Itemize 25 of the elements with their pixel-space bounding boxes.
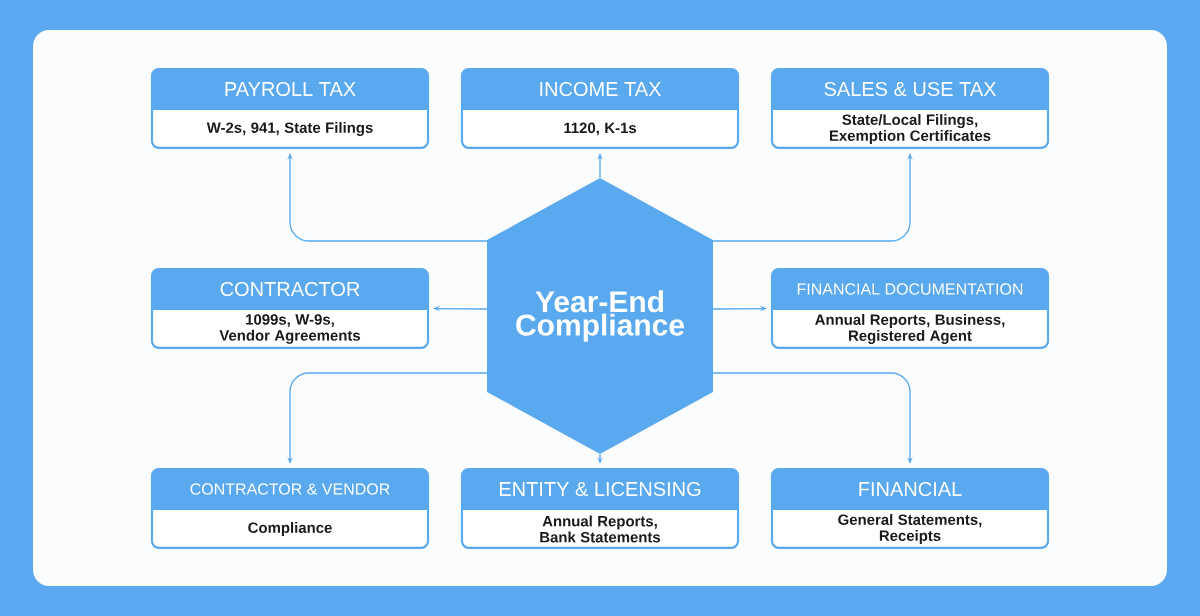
box-description: Compliance — [248, 522, 332, 536]
box-heading: FINANCIAL DOCUMENTATION — [797, 283, 1023, 295]
box-description: General Statements, Receipts — [838, 514, 982, 544]
box-description: Annual Reports, Business, Registered Agent — [815, 314, 1005, 344]
box-heading: INCOME TAX — [540, 81, 662, 97]
box-heading: CONTRACTOR & VENDOR — [190, 483, 390, 495]
box-description: 1099s, W-9s, Vendor Agreements — [219, 314, 361, 344]
category-box — [770, 468, 1050, 549]
category-box — [150, 68, 430, 149]
category-box — [770, 268, 1050, 349]
box-description: W-2s, 941, State Filings — [206, 122, 373, 136]
box-heading: CONTRACTOR — [220, 281, 360, 297]
box-heading: FINANCIAL — [859, 481, 962, 497]
box-heading: PAYROLL TAX — [225, 81, 356, 97]
box-description: State/Local Filings, Exemption Certificates — [829, 114, 991, 144]
category-box — [460, 68, 740, 149]
box-description: Annual Reports, Bank Statements — [540, 515, 661, 543]
box-heading: SALES & USE TAX — [824, 81, 997, 97]
category-box — [150, 268, 430, 349]
category-box — [150, 468, 430, 549]
category-box — [460, 468, 740, 549]
box-heading: ENTITY & LICENSING — [499, 481, 701, 497]
hexagon: Year-End Compliance — [487, 178, 713, 454]
box-description: 1120, K-1s — [564, 122, 637, 136]
category-box — [770, 68, 1050, 149]
